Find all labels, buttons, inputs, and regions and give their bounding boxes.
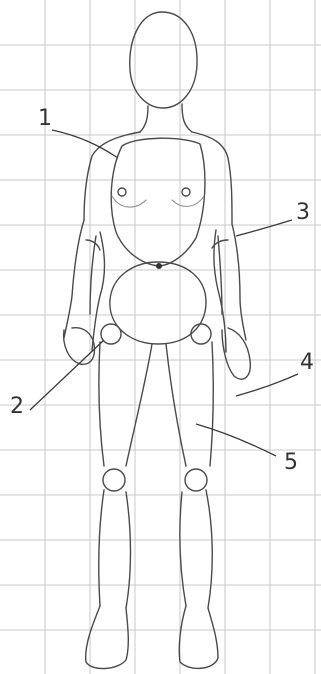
right-knee-joint	[185, 469, 207, 491]
right-arm-inner	[218, 236, 222, 314]
navel-dot	[156, 263, 162, 269]
torso-outline	[84, 132, 232, 224]
right-shin-inner	[180, 492, 186, 606]
left-knee-joint	[103, 469, 125, 491]
left-shin-inner	[126, 492, 131, 608]
torso-waist-right	[214, 230, 226, 352]
label-4: 4	[300, 352, 314, 374]
left-leg-outer	[99, 342, 104, 466]
label-3: 3	[296, 202, 310, 224]
right-foot	[179, 606, 218, 668]
left-arm-inner	[90, 236, 96, 314]
left-shin-outer	[99, 490, 104, 606]
right-shin-outer	[206, 490, 212, 608]
leader-line-5	[196, 424, 276, 456]
leader-line-1	[52, 130, 118, 158]
left-elbow-mark	[86, 240, 100, 250]
label-1: 1	[38, 108, 52, 130]
left-arm-outer	[64, 220, 84, 338]
right-chest-mark	[182, 188, 190, 196]
rib-cage-shape	[111, 138, 205, 266]
label-5: 5	[284, 452, 298, 474]
left-chest-mark	[118, 188, 126, 196]
left-hip-joint	[101, 324, 121, 344]
chest-curves	[112, 196, 204, 207]
leader-line-3	[236, 220, 292, 236]
left-foot	[86, 606, 129, 669]
right-hand	[222, 328, 250, 379]
right-hip-joint	[191, 324, 211, 344]
label-2: 2	[10, 396, 24, 418]
right-leg-outer	[210, 342, 213, 466]
right-arm-outer	[232, 224, 246, 340]
head-outline	[130, 12, 197, 108]
